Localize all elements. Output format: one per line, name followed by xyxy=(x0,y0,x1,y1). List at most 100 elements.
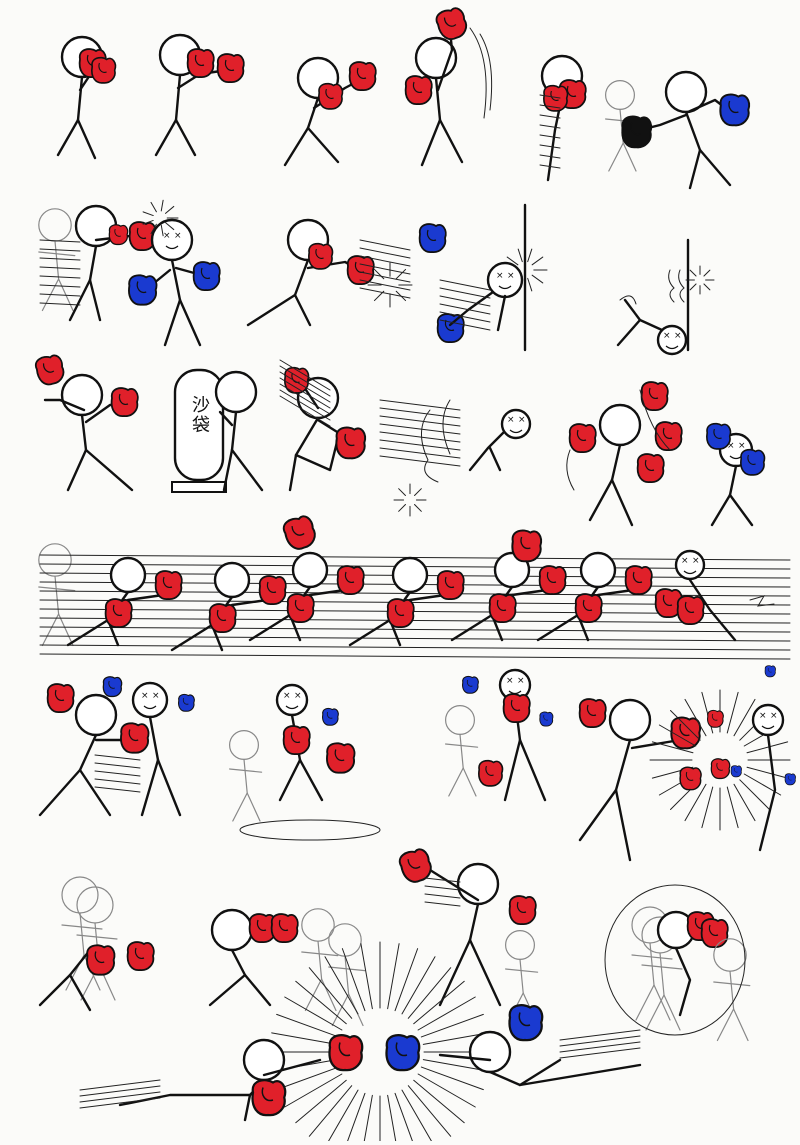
panel-punch-push-wall xyxy=(246,218,465,343)
panel-uppercut-lift: ×× xyxy=(445,668,554,802)
svg-text:×: × xyxy=(141,691,149,701)
glove-icon xyxy=(120,722,150,754)
svg-text:×: × xyxy=(674,331,682,341)
glove-icon xyxy=(707,709,724,728)
glove-icon xyxy=(251,1079,287,1117)
glove-icon xyxy=(346,255,375,285)
knockout-mark xyxy=(749,595,775,607)
glove-icon xyxy=(574,593,603,623)
impact-burst xyxy=(393,483,427,517)
glove-icon xyxy=(385,1034,421,1072)
glove-icon xyxy=(108,224,129,246)
svg-text:×: × xyxy=(294,691,302,701)
motion-ghost xyxy=(301,908,339,1012)
glove-icon xyxy=(192,261,221,291)
clash-burst xyxy=(269,941,491,1145)
svg-text:×: × xyxy=(759,711,767,721)
motion-ghost xyxy=(229,729,263,822)
glove-icon xyxy=(488,593,517,623)
glove-icon xyxy=(186,48,215,78)
svg-text:×: × xyxy=(506,676,514,686)
glove-icon xyxy=(462,675,479,694)
svg-text:×: × xyxy=(770,711,778,721)
combo-figure xyxy=(348,556,465,647)
head xyxy=(74,693,118,737)
glove-icon xyxy=(270,913,299,943)
combo-figure xyxy=(536,551,653,642)
glove-icon xyxy=(511,529,543,563)
wall-crack xyxy=(685,265,715,295)
glove-icon xyxy=(730,765,742,778)
glove-icon xyxy=(418,223,447,253)
glove-icon xyxy=(435,7,468,41)
head xyxy=(150,218,194,262)
glove-icon xyxy=(336,565,365,595)
glove-icon xyxy=(670,716,702,750)
glove-icon xyxy=(110,387,139,417)
svg-text:×: × xyxy=(738,441,746,451)
glove-icon xyxy=(543,84,569,112)
glove-icon xyxy=(710,758,731,780)
impact-burst xyxy=(142,199,179,237)
svg-text:×: × xyxy=(496,271,504,281)
glove-icon xyxy=(335,426,367,460)
dizzy-face-icon: ×× xyxy=(141,691,160,710)
panel-hook-spin: ×× xyxy=(229,683,381,841)
head xyxy=(608,698,652,742)
glove-icon xyxy=(636,453,665,483)
glove-icon xyxy=(208,603,237,633)
dizzy-face-icon: ×× xyxy=(163,231,182,250)
dizzy-face-icon: ×× xyxy=(759,711,778,730)
glove-icon xyxy=(91,56,117,84)
svg-text:×: × xyxy=(692,556,700,566)
glove-icon xyxy=(102,676,123,698)
glove-icon xyxy=(578,698,607,728)
glove-icon xyxy=(621,115,653,149)
glove-icon xyxy=(640,381,669,411)
head xyxy=(579,551,617,589)
glove-icon xyxy=(126,941,155,971)
panel-combo-rush-sequence: ×× xyxy=(38,515,791,660)
head xyxy=(275,683,309,717)
panel-ghost-block xyxy=(38,876,155,1012)
panel-punching-bag xyxy=(171,368,264,493)
motion-ghost xyxy=(38,543,76,647)
motion-ghost xyxy=(445,704,479,797)
head xyxy=(598,403,642,447)
glove-icon xyxy=(719,93,751,127)
head xyxy=(468,1030,512,1074)
head xyxy=(291,551,329,589)
glove-icon xyxy=(784,773,796,786)
dizzy-face-icon: ×× xyxy=(681,556,700,575)
svg-text:×: × xyxy=(663,331,671,341)
panel-explosive-punch: ×× xyxy=(578,665,796,862)
glove-icon xyxy=(86,944,116,976)
glove-icon xyxy=(308,242,334,270)
panel-dodge-vs-blue xyxy=(539,54,751,190)
motion-ghost xyxy=(604,79,639,172)
glove-icon xyxy=(508,1004,544,1042)
glove-icon xyxy=(539,711,554,727)
combo-figure xyxy=(248,551,365,642)
glove-icon xyxy=(258,575,287,605)
dizzy-face-icon: ×× xyxy=(283,691,302,710)
head xyxy=(109,556,147,594)
dizzy-face-icon: ×× xyxy=(507,415,526,434)
glove-icon xyxy=(326,742,356,774)
combo-figure xyxy=(450,551,567,642)
glove-icon xyxy=(404,75,433,105)
combo-figure xyxy=(170,561,287,652)
glove-icon xyxy=(676,595,705,625)
panel-jab-stance xyxy=(154,33,245,157)
glove-icon xyxy=(568,423,597,453)
svg-text:×: × xyxy=(517,676,525,686)
panel-uppercut xyxy=(404,7,493,167)
glove-icon xyxy=(478,759,504,787)
glove-icon xyxy=(282,725,311,755)
glove-icon xyxy=(216,53,245,83)
glove-icon xyxy=(282,515,316,550)
glove-icon xyxy=(348,61,377,91)
svg-text:×: × xyxy=(174,231,182,241)
svg-text:×: × xyxy=(507,271,515,281)
